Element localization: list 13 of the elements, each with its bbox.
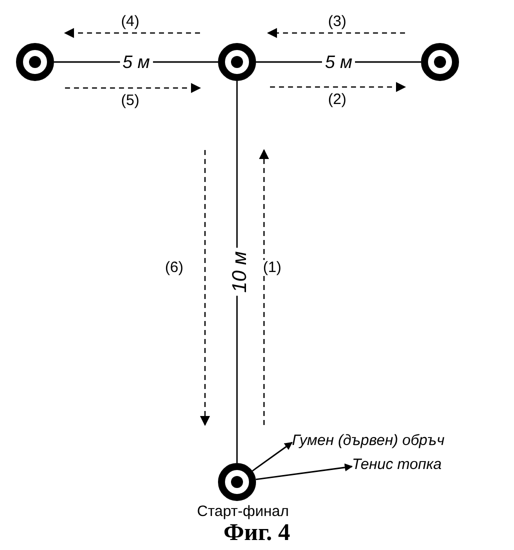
step-number: (2) [328,92,346,108]
distance-label: 10 м [229,248,250,296]
callout-text: Гумен (дървен) обръч [292,432,444,449]
leader-line [256,464,353,480]
step-number: (6) [165,260,184,276]
node-caption: Старт-финал [197,504,289,520]
figure-caption: Фиг. 4 [224,520,290,546]
step-number: (4) [121,14,140,30]
step-number: (5) [121,93,140,109]
callout-text: Тенис топка [352,456,442,473]
step-number: (3) [328,14,346,30]
step-number: (1) [263,260,282,276]
leader-line [252,442,293,472]
